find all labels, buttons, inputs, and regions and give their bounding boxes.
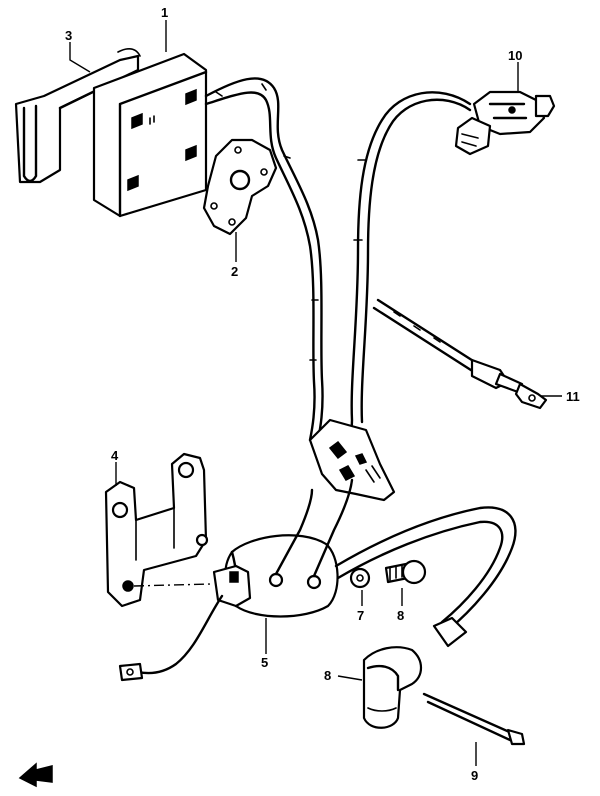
assembly-line [133, 583, 213, 587]
bolt [384, 559, 427, 585]
cdi-unit [92, 52, 208, 218]
harness-clamp [308, 418, 396, 502]
callout-2: 2 [231, 264, 238, 279]
wire-lead [372, 298, 548, 410]
callout-3: 3 [65, 28, 72, 43]
callout-8-bolt: 8 [397, 608, 404, 623]
callout-10: 10 [508, 48, 522, 63]
callout-11: 11 [566, 389, 580, 404]
gasket [202, 138, 278, 236]
cdi-wire-harness [204, 77, 324, 442]
switch [454, 90, 556, 156]
switch-wire [338, 91, 472, 462]
callout-8-cap: 8 [324, 668, 331, 683]
front-arrow-icon [18, 762, 53, 788]
callout-5: 5 [261, 655, 268, 670]
leader-lines [69, 20, 562, 766]
ignition-coil [212, 478, 354, 618]
cable-tie [422, 692, 526, 746]
callout-7: 7 [357, 608, 364, 623]
callout-1: 1 [161, 5, 168, 20]
coil-bracket [104, 452, 209, 608]
washer [349, 567, 371, 589]
callout-4: 4 [111, 448, 119, 463]
callout-9: 9 [471, 768, 478, 783]
plug-cap [362, 646, 423, 729]
ground-wire [118, 594, 224, 682]
spark-plug-cable [334, 506, 517, 648]
